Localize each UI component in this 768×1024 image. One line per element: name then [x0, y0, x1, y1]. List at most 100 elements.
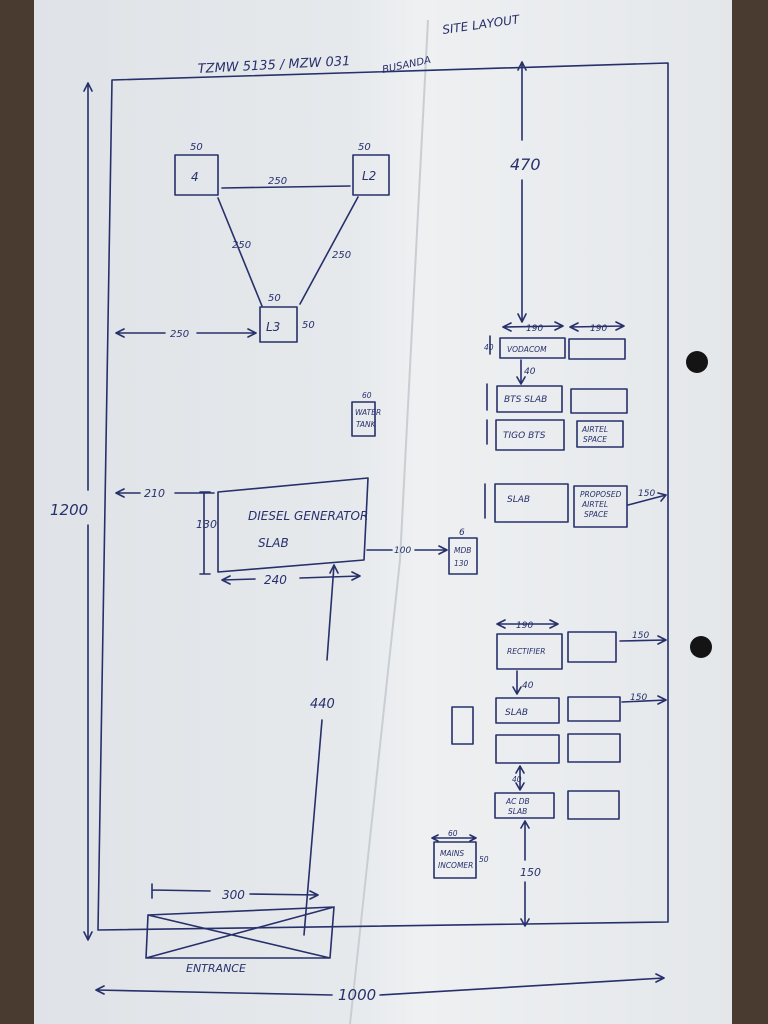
diesel-generator-slab [217, 477, 369, 573]
water-tank-label-2: TANK [356, 420, 377, 429]
dim-arrow-210 [115, 488, 215, 498]
bts-slab-label: BTS SLAB [504, 395, 547, 405]
slab-empty-7 [567, 790, 620, 820]
mdb-6: 6 [459, 528, 465, 538]
dim-130-label: 130 [196, 518, 217, 531]
dim-arrow-240 [221, 571, 361, 585]
dim-arrow-300 [151, 883, 319, 900]
dim-440-label: 440 [310, 697, 335, 712]
tower-spacing-top: 250 [268, 176, 287, 187]
water-tank-dim: 60 [362, 391, 372, 400]
water-tank [351, 401, 376, 437]
mains-60-label: 60 [448, 829, 458, 838]
punch-hole [690, 636, 712, 658]
mains-label-1: MAINS [440, 849, 464, 858]
dim-arrow-440 [303, 564, 339, 936]
dim-arrow-1000 [95, 973, 665, 996]
proposed-label-2: AIRTEL [581, 500, 608, 509]
slab-empty-2 [570, 388, 628, 414]
dim-arrow-130 [199, 491, 211, 575]
rectifier-slab [496, 633, 563, 670]
slab-empty-6 [567, 733, 621, 763]
vodacom-label: VODACOM [507, 345, 547, 354]
proposed-airtel-space [573, 485, 628, 528]
dim-arrow-150b [619, 635, 667, 645]
dim-arrow-150a [627, 492, 667, 506]
dim-240-label: 240 [264, 573, 287, 587]
proposed-label-3: SPACE [584, 510, 608, 519]
dim-150a-label: 150 [638, 489, 655, 499]
bts-slab [496, 385, 563, 413]
vodacom-slab [499, 337, 566, 359]
dim-arrow-190c [496, 619, 559, 629]
tower-line-4-L2 [221, 185, 351, 189]
mains-label-2: INCOMER [438, 861, 473, 870]
dim-40c-label: 40 [512, 775, 522, 784]
airtel-space-label-1: AIRTEL [581, 425, 608, 434]
dg-label-1: DIESEL GENERATOR [248, 509, 368, 523]
mains-incomer [433, 841, 477, 879]
dim-250-label: 250 [170, 329, 189, 340]
proposed-label-1: PROPOSED [580, 490, 622, 499]
dim-arrow-mains-60 [431, 834, 477, 842]
dg-label-2: SLAB [258, 536, 289, 550]
entrance-gate [145, 906, 335, 959]
slab-box [494, 483, 569, 523]
tower-spacing-left: 250 [232, 240, 251, 251]
dim-100-label: 100 [394, 546, 411, 556]
airtel-space [576, 420, 624, 448]
slab2-label: SLAB [505, 708, 528, 718]
dim-150b-label: 150 [632, 631, 649, 641]
tower-leg-L2-label: L2 [362, 169, 376, 183]
dim-arrow-190b [569, 321, 625, 332]
dim-190b-label: 190 [590, 324, 607, 334]
dim-1000-label: 1000 [338, 986, 376, 1004]
tower-leg-L3-label: L3 [266, 320, 280, 334]
tower-leg-L2 [352, 154, 390, 196]
punch-hole [686, 351, 708, 373]
slab-empty-1 [568, 338, 626, 360]
slab-box-2 [495, 697, 560, 724]
water-tank-label-1: WATER [355, 408, 381, 417]
dim-40a-label: 40 [524, 367, 536, 377]
paper-fold [349, 19, 429, 1024]
tower-leg-L3-dim: 50 [302, 320, 315, 331]
slab-empty-4 [567, 696, 621, 722]
slab-empty-3 [567, 631, 617, 663]
dim-190c-label: 190 [516, 621, 533, 631]
entrance-label: ENTRANCE [186, 962, 246, 975]
dim-150c-label: 150 [630, 693, 647, 703]
acdb-slab [494, 792, 555, 819]
mains-50-label: 50 [479, 855, 489, 864]
dim-arrow-190a [502, 321, 564, 332]
paper-sheet [34, 0, 732, 1024]
slab-empty-5 [495, 734, 560, 764]
mdb-dim: 130 [454, 559, 469, 568]
dim-arrow-1200 [83, 82, 93, 941]
mdb-label: MDB [454, 546, 471, 555]
dim-arrow-470 [517, 61, 527, 323]
dim-470-label: 470 [510, 155, 541, 174]
tower-leg-L3-size: 50 [268, 293, 281, 304]
site-layout-title: SITE LAYOUT [441, 12, 521, 37]
acdb-label-1: AC DB [505, 797, 530, 806]
dim-190a-label: 190 [526, 324, 543, 334]
tower-line-4-L3 [217, 197, 263, 307]
site-boundary [97, 62, 669, 931]
dim-arrow-40a [516, 359, 526, 385]
dim-150-bottom-label: 150 [520, 866, 541, 879]
dim-210-label: 210 [144, 487, 165, 500]
dim-1200-label: 1200 [50, 501, 88, 519]
dim-40b-label: 40 [522, 681, 534, 691]
tigo-bts-label: TIGO BTS [503, 431, 546, 441]
dim-arrow-150-bottom [520, 820, 530, 927]
dim-arrow-40c [515, 765, 525, 791]
tower-leg-L3 [259, 306, 298, 343]
tower-spacing-right: 250 [332, 250, 351, 261]
dim-40-vert-1-label: 40 [484, 343, 494, 352]
tower-leg-L2-size: 50 [358, 142, 371, 153]
small-slab-left [451, 706, 474, 745]
tigo-bts-slab [495, 419, 565, 451]
slab-label: SLAB [507, 495, 530, 505]
